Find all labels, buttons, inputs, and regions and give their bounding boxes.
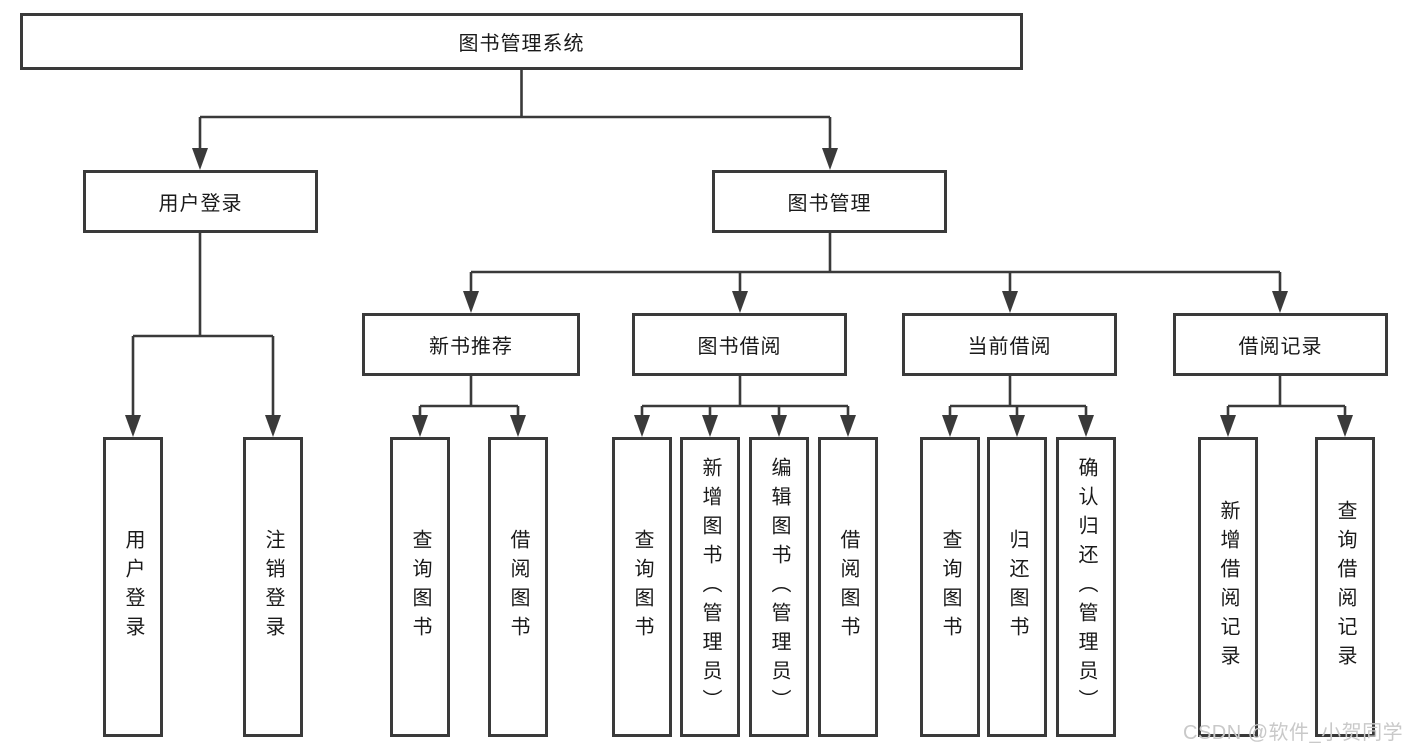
arrowheads xyxy=(125,148,1353,437)
leaf-borrow-query-books: 查询图书 xyxy=(612,437,672,737)
leaf-current-query-books: 查询图书 xyxy=(920,437,980,737)
leaf-label: 查询图书 xyxy=(939,529,961,645)
leaf-borrow-add-books-admin: 新增图书（管理员） xyxy=(680,437,740,737)
leaf-user-login: 用户登录 xyxy=(103,437,163,737)
leaf-label: 新增图书（管理员） xyxy=(699,456,721,718)
node-user-login: 用户登录 xyxy=(83,170,318,233)
leaf-label: 用户登录 xyxy=(122,529,144,645)
node-new-book-recommend: 新书推荐 xyxy=(362,313,580,376)
leaf-current-return-books: 归还图书 xyxy=(987,437,1047,737)
leaf-newbooks-borrow-books: 借阅图书 xyxy=(488,437,548,737)
node-book-borrow: 图书借阅 xyxy=(632,313,847,376)
leaf-logout: 注销登录 xyxy=(243,437,303,737)
leaf-borrow-borrow-books: 借阅图书 xyxy=(818,437,878,737)
leaf-borrow-edit-books-admin: 编辑图书（管理员） xyxy=(749,437,809,737)
leaf-records-add-record: 新增借阅记录 xyxy=(1198,437,1258,737)
leaf-label: 借阅图书 xyxy=(507,529,529,645)
node-book-management: 图书管理 xyxy=(712,170,947,233)
leaf-label: 注销登录 xyxy=(262,529,284,645)
node-current-borrow: 当前借阅 xyxy=(902,313,1117,376)
node-borrow-records: 借阅记录 xyxy=(1173,313,1388,376)
leaf-label: 新增借阅记录 xyxy=(1217,500,1239,674)
csdn-watermark: CSDN @软件_小贺同学 xyxy=(1183,722,1404,744)
leaf-label: 查询图书 xyxy=(631,529,653,645)
node-library-management-system: 图书管理系统 xyxy=(20,13,1023,70)
leaf-label: 确认归还（管理员） xyxy=(1075,456,1097,718)
leaf-label: 借阅图书 xyxy=(837,529,859,645)
leaf-records-query-record: 查询借阅记录 xyxy=(1315,437,1375,737)
leaf-label: 查询图书 xyxy=(409,529,431,645)
leaf-current-confirm-return-admin: 确认归还（管理员） xyxy=(1056,437,1116,737)
leaf-label: 查询借阅记录 xyxy=(1334,500,1356,674)
leaf-label: 编辑图书（管理员） xyxy=(768,456,790,718)
leaf-newbooks-query-books: 查询图书 xyxy=(390,437,450,737)
leaf-label: 归还图书 xyxy=(1006,529,1028,645)
